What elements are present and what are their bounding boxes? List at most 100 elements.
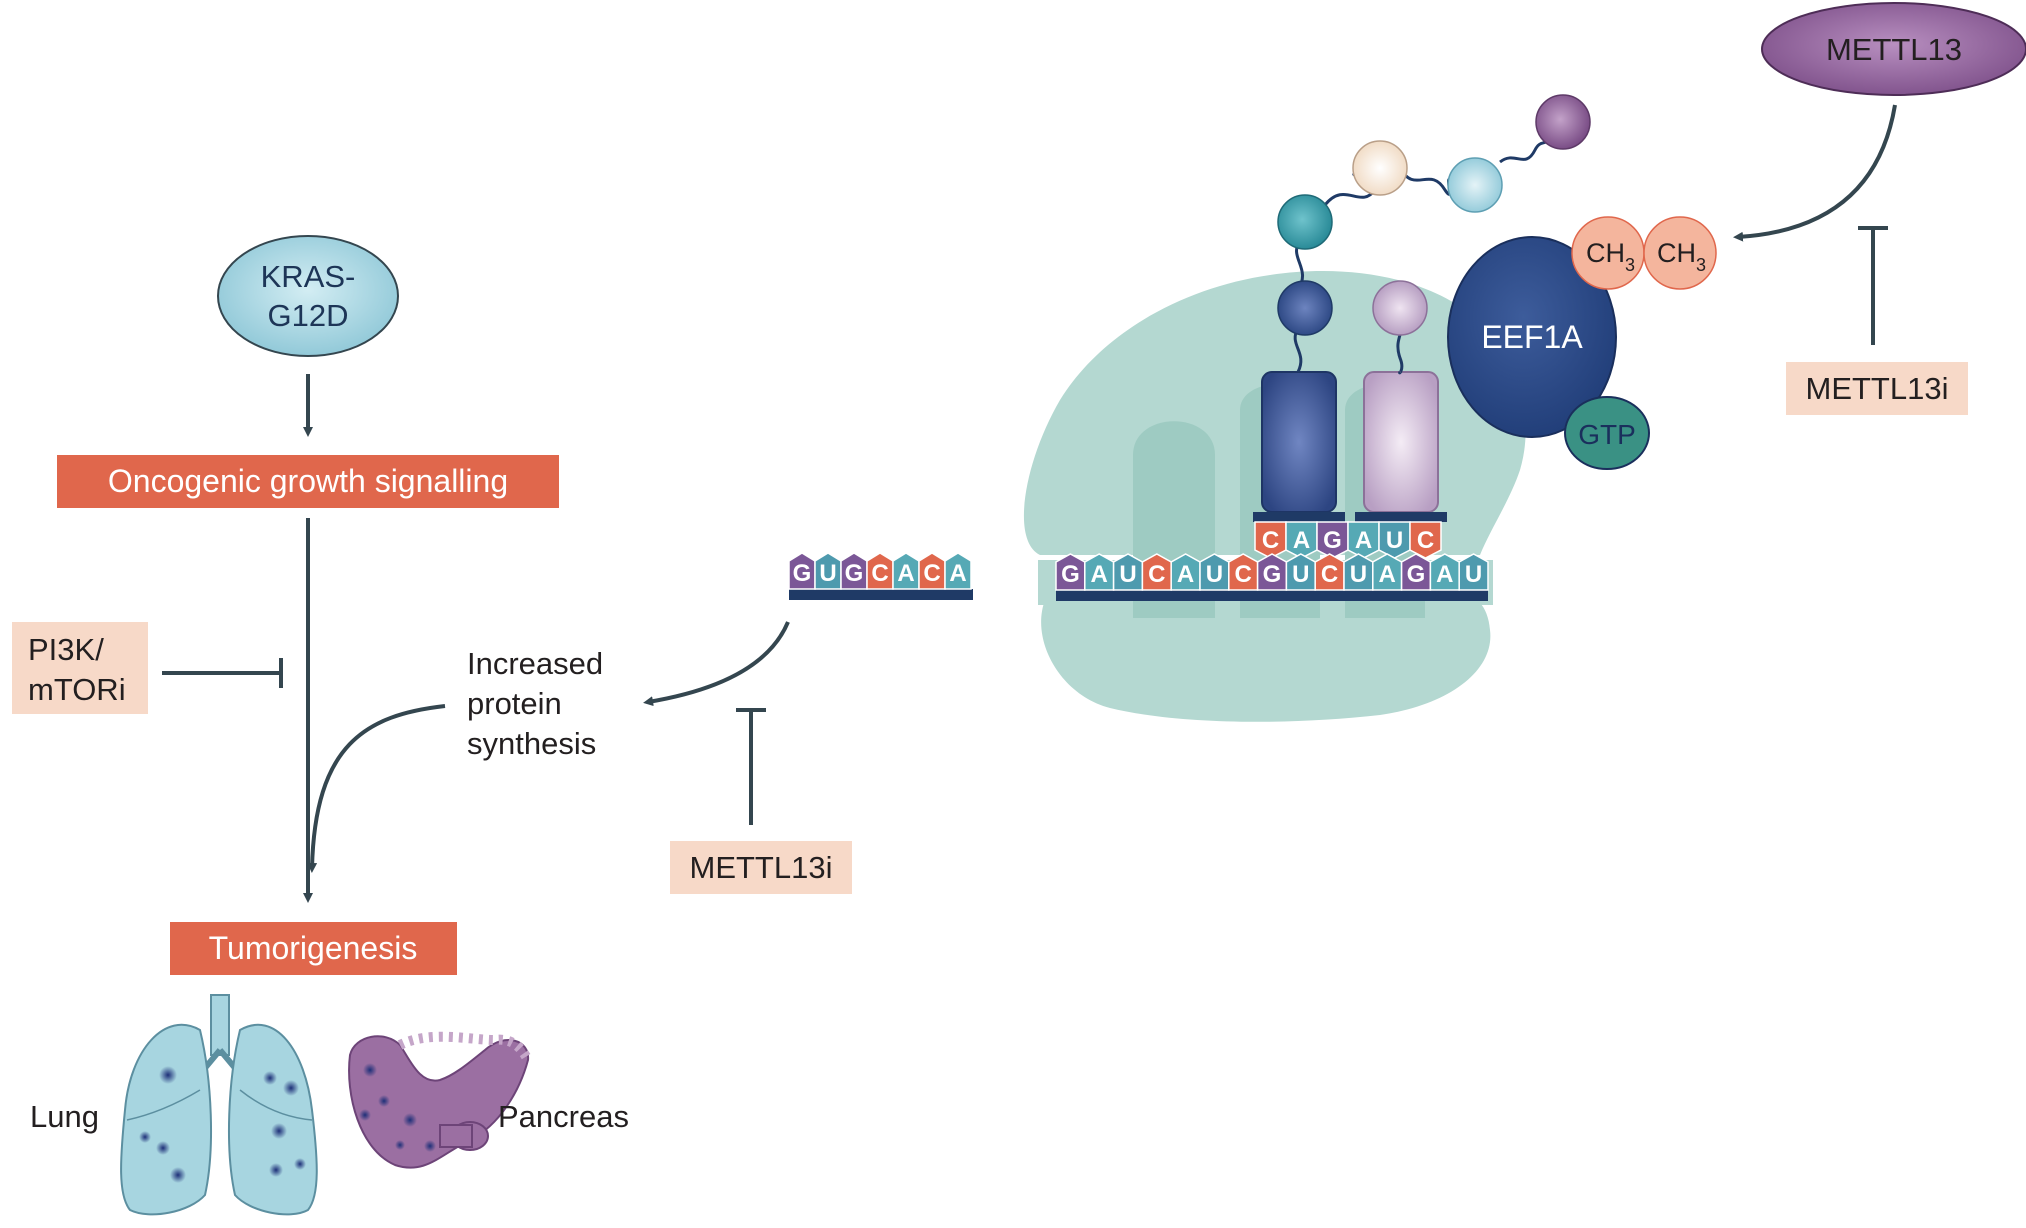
anticodon-base-letter: U <box>1386 527 1403 554</box>
mrna-base-tile <box>1400 553 1432 591</box>
ch3-label-2: CH3 <box>1657 238 1706 275</box>
arrow-mettl13-to-eef1a <box>1733 104 1897 242</box>
lung-icon <box>120 994 318 1216</box>
pancreas-label: Pancreas <box>498 1099 629 1134</box>
mettl13i-right-inhibition-bar <box>1858 226 1888 345</box>
mrna-left-base-tile <box>814 552 842 590</box>
anticodon-base-tile <box>1285 521 1318 559</box>
increased-line1: Increased <box>467 646 603 681</box>
mrna-base-letter: A <box>1177 561 1194 588</box>
mrna-base-tile <box>1055 553 1086 591</box>
pi3k-mtor-inhibitor-box: PI3K/ mTORi <box>12 622 148 714</box>
anticodon-base-letter: C <box>1417 527 1434 554</box>
pi3k-label-line2: mTORi <box>28 672 126 707</box>
lung-label: Lung <box>30 1099 99 1134</box>
mrna-base-letter: U <box>1206 561 1223 588</box>
tumorigenesis-box: Tumorigenesis <box>170 922 457 975</box>
anticodon-base-letter: C <box>1262 527 1279 554</box>
eef1a-node: EEF1A <box>1447 236 1617 438</box>
mettl13-label: METTL13 <box>1826 32 1962 67</box>
oncogenic-signalling-box: Oncogenic growth signalling <box>57 455 559 508</box>
tumorigenesis-label: Tumorigenesis <box>209 930 418 966</box>
mrna-base-letter: A <box>1436 561 1453 588</box>
trna-icon <box>1253 371 1447 522</box>
mrna-base-tile <box>1084 553 1115 591</box>
mrna-base-letter: A <box>1091 561 1108 588</box>
mrna-base-letter: U <box>1119 561 1136 588</box>
mrna-left-base-letter: U <box>819 560 836 587</box>
increased-line3: synthesis <box>467 726 596 761</box>
anticodon-base-tile <box>1347 521 1380 559</box>
mrna-base-letter: U <box>1350 561 1367 588</box>
mrna-base-letter: G <box>1263 561 1282 588</box>
mrna-base-tile <box>1228 553 1259 591</box>
anticodon-base-tile <box>1409 521 1442 559</box>
mrna-base-tile <box>1314 553 1345 591</box>
mrna-base-tile <box>1112 553 1144 591</box>
mrna-left-base-letter: A <box>897 560 914 587</box>
mrna-left-base-tile <box>840 552 868 590</box>
methyl-group-1: CH3 <box>1571 216 1645 290</box>
anticodon-base-tile <box>1378 521 1411 559</box>
increased-line2: protein <box>467 686 562 721</box>
mrna-base-letter: A <box>1379 561 1396 588</box>
mrna-left-base-tile <box>918 552 946 590</box>
arrow-synthesis-to-tumorigenesis <box>307 704 446 873</box>
kras-label-line2: G12D <box>268 298 349 333</box>
kras-label-line1: KRAS- <box>261 259 356 294</box>
mrna-base-letter: U <box>1292 561 1309 588</box>
mrna-base-tile <box>1141 553 1172 591</box>
mrna-left-base-letter: G <box>845 560 864 587</box>
mrna-left-base-tile <box>788 552 816 590</box>
mrna-base-letter: C <box>1235 561 1252 588</box>
mrna-base-letter: G <box>1407 561 1426 588</box>
mrna-base-letter: U <box>1465 561 1482 588</box>
mrna-base-tile <box>1372 553 1403 591</box>
amino-acid-chain-icon <box>1277 94 1591 375</box>
pi3k-label-line1: PI3K/ <box>28 632 104 667</box>
mrna-base-tile <box>1285 553 1316 591</box>
gtp-node: GTP <box>1564 396 1650 470</box>
mrna-left-base-letter: C <box>871 560 888 587</box>
anticodon-base-letter: A <box>1293 527 1310 554</box>
mrna-base-tile <box>1343 553 1374 591</box>
mrna-base-tile <box>1429 553 1460 591</box>
mrna-left-base-letter: G <box>793 560 812 587</box>
mrna-left-base-tile <box>892 552 920 590</box>
mettl13-node: METTL13 <box>1761 2 2026 96</box>
increased-protein-synthesis-label: Increased protein synthesis <box>467 646 603 761</box>
anticodon-base-tile <box>1254 521 1287 559</box>
mrna-base-letter: C <box>1321 561 1338 588</box>
pi3k-inhibition-bar <box>162 658 283 688</box>
mrna-base-letter: G <box>1061 561 1080 588</box>
mettl13i-middle-box: METTL13i <box>670 841 852 894</box>
eef1a-label: EEF1A <box>1481 319 1583 355</box>
kras-g12d-node: KRAS- G12D <box>217 235 399 357</box>
mrna-base-tile <box>1256 553 1288 591</box>
mrna-base-tile <box>1199 553 1230 591</box>
mettl13i-middle-label: METTL13i <box>690 850 833 885</box>
mrna-base-tile <box>1170 553 1201 591</box>
mettl13i-right-label: METTL13i <box>1806 371 1949 406</box>
anticodon-base-letter: G <box>1323 527 1342 554</box>
gtp-label: GTP <box>1578 419 1636 450</box>
mrna-base-tile <box>1458 553 1489 591</box>
arrow-mrna-to-synthesis <box>643 621 790 707</box>
mettl13i-right-box: METTL13i <box>1786 362 1968 415</box>
anticodon-base-letter: A <box>1355 527 1372 554</box>
mrna-left-base-letter: A <box>949 560 966 587</box>
anticodon-base-tile <box>1316 521 1349 559</box>
ch3-label-1: CH3 <box>1586 238 1635 275</box>
mrna-base-letter: C <box>1148 561 1165 588</box>
methyl-group-2: CH3 <box>1643 216 1717 290</box>
pancreas-icon <box>348 1031 533 1169</box>
mrna-left-base-tile <box>866 552 894 590</box>
mettl13i-middle-inhibition-bar <box>736 708 766 825</box>
